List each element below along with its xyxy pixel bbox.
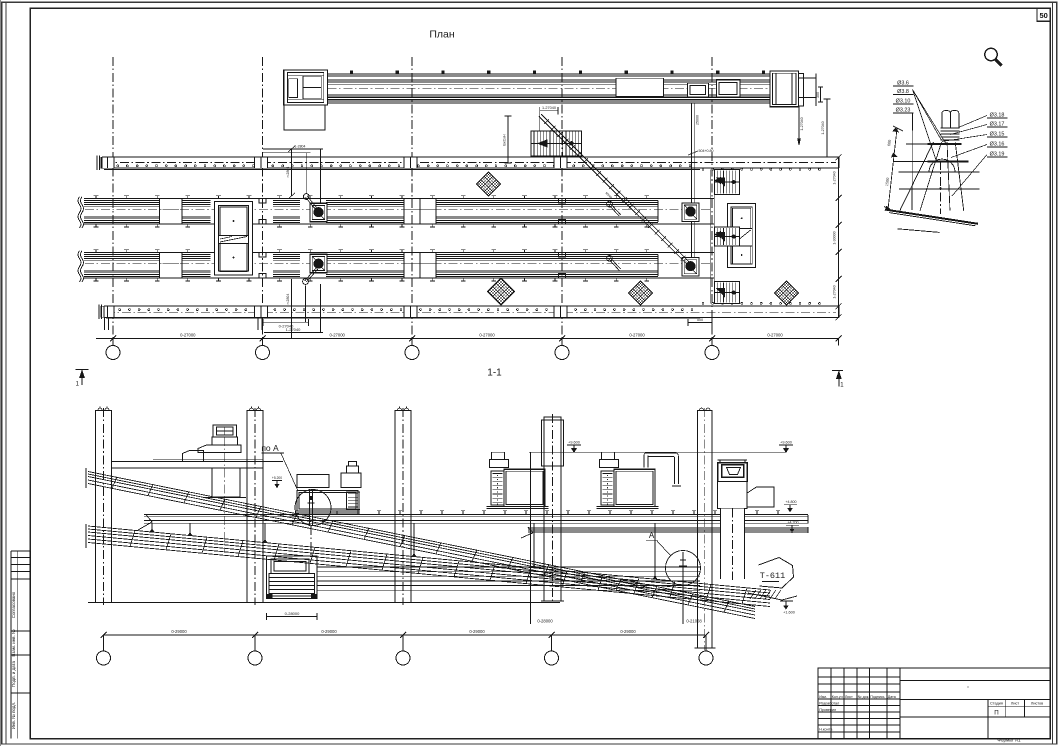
svg-text:0-27000: 0-27000 — [767, 333, 783, 338]
svg-text:+1.600: +1.600 — [783, 611, 795, 615]
svg-text:1-27040: 1-27040 — [542, 106, 556, 110]
svg-text:+9.600: +9.600 — [568, 441, 580, 445]
svg-text:Подпись: Подпись — [870, 695, 884, 699]
svg-text:+4.800: +4.800 — [785, 500, 796, 504]
svg-text:+9.600: +9.600 — [780, 441, 792, 445]
svg-text:Лист: Лист — [1011, 701, 1020, 705]
svg-text:0-28000: 0-28000 — [537, 619, 553, 624]
svg-text:50: 50 — [1040, 11, 1048, 20]
svg-text:П: П — [994, 709, 998, 716]
svg-text:Изм.: Изм. — [819, 695, 827, 699]
svg-text:0-21008: 0-21008 — [686, 619, 702, 624]
svg-text:0-29000: 0-29000 — [321, 629, 337, 634]
svg-text:1: 1 — [840, 382, 844, 388]
svg-text:1500: 1500 — [885, 177, 890, 186]
svg-text:0-27000: 0-27000 — [180, 333, 196, 338]
svg-text:1-27040: 1-27040 — [286, 327, 301, 332]
svg-text:ВхСхН: ВхСхН — [503, 134, 507, 146]
svg-text:0-29000: 0-29000 — [171, 629, 187, 634]
svg-text:1-27040: 1-27040 — [821, 121, 825, 134]
svg-text:Ø3.19: Ø3.19 — [990, 152, 1005, 158]
svg-text:Формат А1: Формат А1 — [997, 738, 1021, 743]
svg-text:504+0.80: 504+0.80 — [698, 149, 713, 153]
svg-text:0-27040: 0-27040 — [279, 324, 294, 329]
svg-text:№ док.: № док. — [858, 695, 870, 699]
svg-text:Листов: Листов — [1031, 701, 1043, 705]
svg-text:п.2804: п.2804 — [286, 167, 290, 178]
svg-text:+4.200: +4.200 — [787, 521, 798, 525]
svg-text:25000: 25000 — [696, 115, 700, 125]
svg-text:1-27040: 1-27040 — [800, 117, 804, 130]
svg-text:Ø3.17: Ø3.17 — [990, 122, 1005, 128]
svg-text:Ø3.18: Ø3.18 — [990, 113, 1005, 119]
svg-text:Подп. и дата: Подп. и дата — [11, 661, 16, 687]
svg-text:Взам. инв. №: Взам. инв. № — [11, 629, 16, 656]
svg-text:1-27040: 1-27040 — [832, 171, 836, 184]
svg-text:1-27040: 1-27040 — [832, 285, 836, 298]
svg-text:Ø3.15: Ø3.15 — [990, 132, 1005, 138]
svg-text:п.2804: п.2804 — [286, 294, 290, 305]
svg-text:600: 600 — [887, 140, 892, 147]
svg-text:Дата: Дата — [888, 695, 896, 699]
svg-text:Разработал: Разработал — [819, 701, 839, 705]
svg-text:1-1: 1-1 — [487, 368, 502, 379]
svg-text:+5.200: +5.200 — [272, 476, 282, 480]
svg-text:0-27000: 0-27000 — [479, 333, 495, 338]
svg-text:Ø3.23: Ø3.23 — [896, 108, 911, 114]
svg-text:Инв. № подл.: Инв. № подл. — [11, 702, 16, 729]
svg-text:Стадия: Стадия — [990, 701, 1003, 705]
svg-text:300: 300 — [816, 92, 820, 98]
svg-text:конв: конв — [604, 191, 612, 199]
svg-text:Лист: Лист — [845, 695, 853, 699]
svg-text:Т-611: Т-611 — [760, 571, 786, 581]
svg-text:Согласовано: Согласовано — [11, 591, 16, 618]
svg-text:Проверил: Проверил — [819, 708, 836, 712]
svg-text:1-2804: 1-2804 — [295, 144, 306, 148]
svg-text:Кол.уч: Кол.уч — [832, 695, 843, 699]
svg-text:1-30000: 1-30000 — [832, 231, 836, 244]
svg-text:План: План — [429, 29, 455, 41]
svg-text:0-29000: 0-29000 — [620, 629, 636, 634]
svg-text:Н.контр.: Н.контр. — [819, 728, 833, 732]
svg-text:Ø3.10: Ø3.10 — [896, 99, 911, 105]
svg-text:0-27000: 0-27000 — [330, 333, 346, 338]
svg-text:Ø3.8: Ø3.8 — [897, 89, 909, 95]
svg-text:А: А — [649, 531, 655, 540]
svg-text:0-28000: 0-28000 — [285, 611, 300, 616]
svg-text:по А: по А — [261, 443, 279, 453]
svg-text:500: 500 — [697, 318, 703, 322]
svg-text:Ø3.16: Ø3.16 — [990, 142, 1005, 148]
svg-text:1: 1 — [76, 382, 80, 388]
svg-text:0-27000: 0-27000 — [629, 333, 645, 338]
svg-text:Ø3.6: Ø3.6 — [897, 81, 909, 87]
svg-text:0-29000: 0-29000 — [469, 629, 485, 634]
